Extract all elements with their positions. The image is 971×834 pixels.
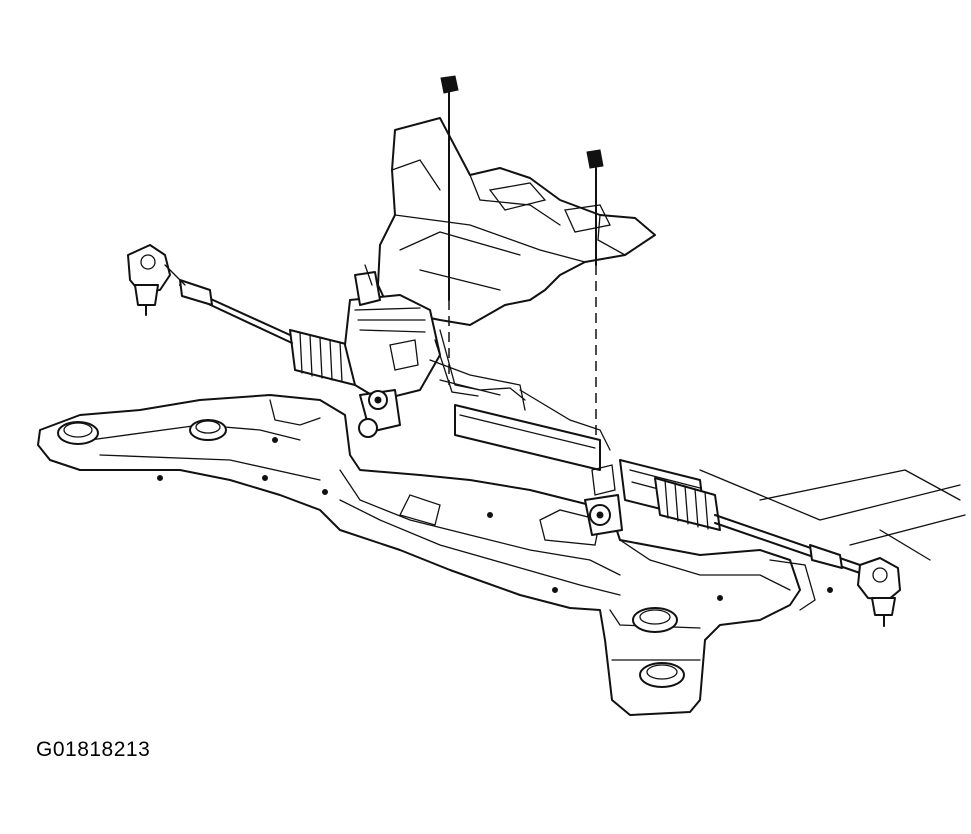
upper-bolt-right — [586, 149, 604, 470]
hydraulic-lines — [434, 329, 611, 451]
tie-rod-right — [714, 514, 861, 574]
figure-id-label: G01818213 — [36, 738, 151, 761]
rack-boot-right — [654, 477, 721, 531]
heat-shield — [377, 117, 656, 326]
rack-boot-left — [289, 329, 356, 386]
tie-rod-end-right — [857, 557, 901, 627]
crossmember-rivets — [157, 437, 833, 601]
mount-hole-rear-right — [639, 662, 685, 688]
rack-clamp-right — [584, 464, 623, 536]
mount-hole-front-left — [57, 421, 99, 445]
floor-outline — [699, 469, 966, 561]
mount-hole-front-right — [632, 607, 678, 633]
mount-hole-rear-left — [189, 419, 227, 441]
crossmember — [37, 394, 816, 716]
tie-rod-end-left — [127, 244, 186, 316]
upper-bolt-left — [440, 75, 459, 385]
steering-gear-housing — [344, 264, 526, 411]
rack-clamp-left — [358, 389, 401, 438]
tie-rod-left — [179, 279, 293, 344]
